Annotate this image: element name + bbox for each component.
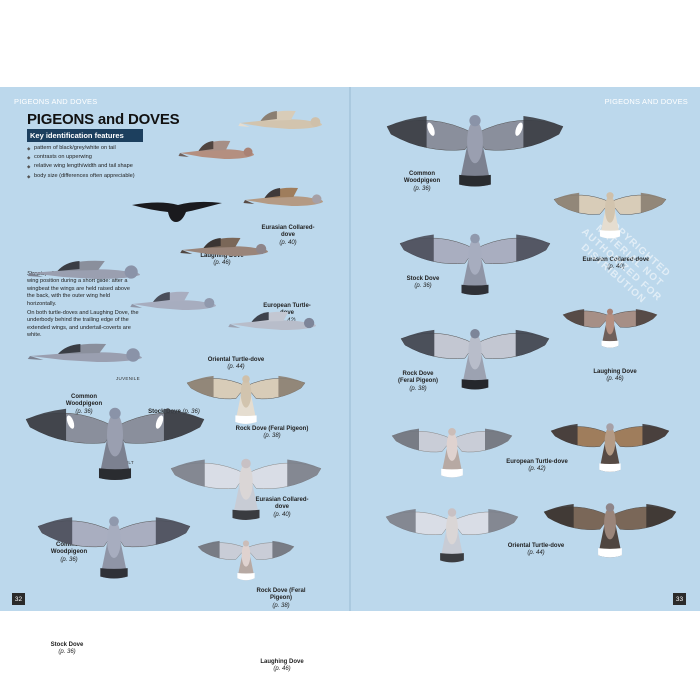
page-number-left: 32 [12,593,25,605]
stock-dove-side [130,291,216,310]
caption-left-collared-dove-top: Eurasian Collared-dove(p. 40) [255,497,309,518]
juvenile-tag: JUVENILE [116,376,140,381]
caption-right-woodpigeon: Common Woodpigeon(p. 36) [403,171,441,192]
page-number-right: 33 [673,593,686,605]
caption-right-rock-dove: Rock Dove (Feral Pigeon)(p. 38) [397,371,438,392]
collared-dove-top-right [553,192,667,239]
european-turtle-dove-under-right [391,427,513,478]
page-title: PIGEONS and DOVES [27,111,180,128]
woodpigeon-top-left [25,407,205,481]
laughing-dove-side [178,140,254,159]
european-turtle-dove-side [243,187,323,206]
key-box-heading: Key identification features [27,129,143,142]
caption-left-rock-dove-top: Rock Dove (Feral Pigeon)(p. 38) [256,588,306,609]
caption-left-collared-dove-side: Eurasian Collared-dove(p. 40) [261,225,315,246]
caption-right-collared-dove: Eurasian Collared-dove(p. 40) [582,257,650,271]
caption-right-laughing-dove: Laughing Dove(p. 46) [593,369,637,383]
caption-left-rock-dove-side: Rock Dove (Feral Pigeon)(p. 38) [235,426,309,440]
key-feature-list: pattern of black/grey/white on tail cont… [27,144,143,181]
caption-left-laughing-dove-top: Laughing Dove(p. 46) [260,659,304,673]
stock-dove-top-left [37,516,191,579]
caption-left-laughing-dove-side: Laughing Dove(p. 46) [200,253,244,267]
glide-silhouette-icon [132,201,222,222]
laughing-dove-top-right [562,308,658,348]
oriental-turtle-dove-under-right [385,508,519,563]
book-gutter [349,87,351,611]
key-paragraph-2: On both turtle-doves and Laughing Dove, … [27,310,139,339]
laughing-dove-top-left [197,540,295,581]
rock-dove-top-right [400,328,550,390]
european-turtle-dove-top-right [550,423,670,472]
key-feature-item: contrasts on upperwing [27,153,143,162]
stock-dove-top-right [399,233,551,295]
oriental-turtle-dove-side [180,237,268,256]
running-head-right: PIGEONS AND DOVES [604,97,688,106]
caption-left-oriental-turtle-dove-side: Oriental Turtle-dove(p. 44) [207,357,265,371]
woodpigeon-adult-side [27,343,142,362]
key-identification-box: Key identification features pattern of b… [27,129,143,181]
key-feature-item: relative wing length/width and tail shap… [27,162,143,171]
collared-dove-side [238,110,322,129]
caption-left-woodpigeon-side: Common Woodpigeon(p. 36) [65,394,103,415]
collared-dove-top-left [186,375,306,424]
caption-right-stock-dove: Stock Dove(p. 36) [406,276,440,290]
caption-left-stock-dove-top: Stock Dove(p. 36) [50,642,84,656]
rock-dove-side [228,311,316,330]
caption-right-european-turtle-dove: European Turtle-dove(p. 42) [506,459,568,473]
right-page: PIGEONS AND DOVES 33 [351,87,700,611]
running-head-left: PIGEONS AND DOVES [14,97,98,106]
key-feature-item: pattern of black/grey/white on tail [27,144,143,153]
woodpigeon-juvenile-side [27,260,140,279]
key-feature-item: body size (differences often appreciable… [27,172,143,181]
rock-dove-top-left [170,458,322,520]
oriental-turtle-dove-top-right [543,503,677,558]
woodpigeon-top-right [386,115,564,187]
caption-left-woodpigeon-top: Common Woodpigeon(p. 36) [50,542,88,563]
caption-right-oriental-turtle-dove: Oriental Turtle-dove(p. 44) [507,543,565,557]
